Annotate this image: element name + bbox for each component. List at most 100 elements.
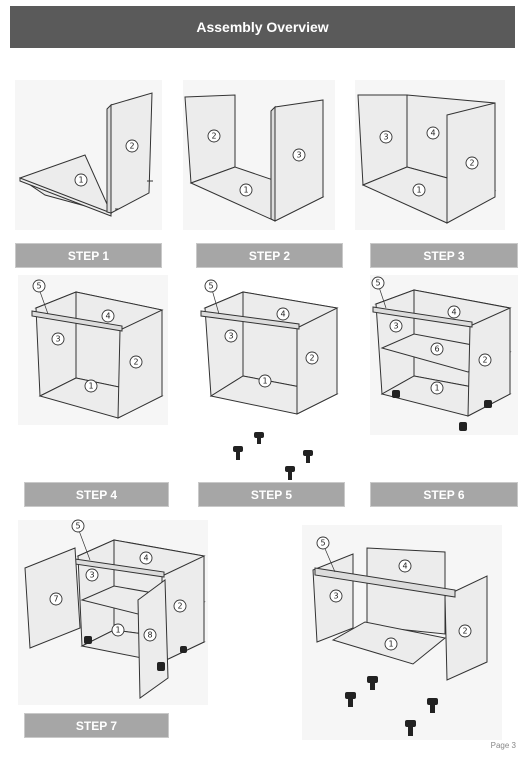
part-label-2: 2 — [465, 156, 479, 170]
step-2-diagram: 2 3 1 — [184, 94, 325, 222]
svg-text:2: 2 — [469, 159, 474, 168]
svg-text:1: 1 — [262, 377, 267, 386]
step-3-label: STEP 3 — [370, 243, 518, 268]
svg-text:2: 2 — [482, 356, 487, 365]
svg-text:3: 3 — [228, 332, 233, 341]
part-label-2: 2 — [173, 599, 187, 613]
leg-icon — [180, 646, 187, 653]
svg-text:1: 1 — [416, 186, 421, 195]
part-label-1: 1 — [258, 374, 272, 388]
svg-text:2: 2 — [462, 627, 467, 636]
part-label-2: 2 — [125, 139, 139, 153]
part-label-3: 3 — [292, 148, 306, 162]
leg-icon — [405, 720, 416, 736]
leg-icon — [84, 636, 92, 644]
page-number: Page 3 — [490, 741, 516, 750]
svg-text:6: 6 — [434, 345, 439, 354]
part-label-4: 4 — [101, 309, 115, 323]
part-label-7: 7 — [49, 592, 63, 606]
svg-text:1: 1 — [115, 626, 120, 635]
leg-icon — [484, 400, 492, 408]
leg-icon — [392, 390, 400, 398]
svg-text:2: 2 — [177, 602, 182, 611]
part-label-5: 5 — [204, 279, 218, 293]
step-1-diagram: 2 1 — [18, 92, 153, 217]
svg-text:4: 4 — [402, 562, 407, 571]
step-5-diagram: 5 4 3 2 1 — [200, 279, 339, 480]
leg-icon — [303, 450, 313, 463]
step-5-label: STEP 5 — [198, 482, 345, 507]
step-4-label: STEP 4 — [24, 482, 169, 507]
svg-text:1: 1 — [78, 176, 83, 185]
part-label-1: 1 — [84, 379, 98, 393]
part-label-3: 3 — [379, 130, 393, 144]
step-6-diagram: 5 4 3 6 2 1 — [371, 276, 512, 431]
svg-text:3: 3 — [333, 592, 338, 601]
part-label-4: 4 — [139, 551, 153, 565]
part-label-3: 3 — [329, 589, 343, 603]
leg-icon — [367, 676, 378, 690]
svg-text:3: 3 — [55, 335, 60, 344]
svg-text:4: 4 — [430, 129, 435, 138]
svg-text:1: 1 — [434, 384, 439, 393]
svg-text:2: 2 — [133, 358, 138, 367]
svg-text:4: 4 — [280, 310, 285, 319]
part-label-1: 1 — [430, 381, 444, 395]
svg-text:5: 5 — [208, 282, 213, 291]
part-label-3: 3 — [389, 319, 403, 333]
exploded-diagram: 5 4 3 2 1 — [312, 536, 488, 736]
svg-text:2: 2 — [211, 132, 216, 141]
part-label-6: 6 — [430, 342, 444, 356]
part-label-5: 5 — [316, 536, 330, 550]
leg-icon — [157, 662, 165, 671]
part-label-5: 5 — [71, 519, 85, 533]
svg-text:1: 1 — [388, 640, 393, 649]
step-1-label: STEP 1 — [15, 243, 162, 268]
part-label-3: 3 — [51, 332, 65, 346]
part-label-4: 4 — [398, 559, 412, 573]
part-label-2: 2 — [478, 353, 492, 367]
svg-text:4: 4 — [105, 312, 110, 321]
svg-text:3: 3 — [296, 151, 301, 160]
part-label-1: 1 — [111, 623, 125, 637]
part-label-2: 2 — [458, 624, 472, 638]
part-label-4: 4 — [276, 307, 290, 321]
svg-text:4: 4 — [451, 308, 456, 317]
part-label-4: 4 — [447, 305, 461, 319]
leg-icon — [285, 466, 295, 480]
svg-text:5: 5 — [36, 282, 41, 291]
svg-text:1: 1 — [88, 382, 93, 391]
svg-text:4: 4 — [143, 554, 148, 563]
leg-icon — [459, 422, 467, 431]
svg-text:1: 1 — [243, 186, 248, 195]
part-label-5: 5 — [32, 279, 46, 293]
svg-text:5: 5 — [375, 279, 380, 288]
part-label-5: 5 — [371, 276, 385, 290]
step-7-diagram: 5 4 3 7 2 1 8 — [24, 519, 206, 699]
svg-text:8: 8 — [147, 631, 152, 640]
part-label-2: 2 — [129, 355, 143, 369]
step-4-diagram: 5 4 3 2 1 — [31, 279, 164, 419]
svg-text:7: 7 — [53, 595, 58, 604]
svg-text:3: 3 — [393, 322, 398, 331]
step-6-label: STEP 6 — [370, 482, 518, 507]
part-label-1: 1 — [239, 183, 253, 197]
leg-icon — [427, 698, 438, 713]
part-label-8: 8 — [143, 628, 157, 642]
leg-icon — [345, 692, 356, 707]
part-label-1: 1 — [412, 183, 426, 197]
part-label-3: 3 — [85, 568, 99, 582]
svg-text:2: 2 — [129, 142, 134, 151]
page-title: Assembly Overview — [10, 6, 515, 48]
leg-icon — [254, 432, 264, 444]
svg-text:3: 3 — [383, 133, 388, 142]
part-label-1: 1 — [384, 637, 398, 651]
svg-text:5: 5 — [75, 522, 80, 531]
part-label-1: 1 — [74, 173, 88, 187]
svg-text:5: 5 — [320, 539, 325, 548]
part-label-3: 3 — [224, 329, 238, 343]
part-label-4: 4 — [426, 126, 440, 140]
svg-text:2: 2 — [309, 354, 314, 363]
step-7-label: STEP 7 — [24, 713, 169, 738]
part-label-2: 2 — [305, 351, 319, 365]
